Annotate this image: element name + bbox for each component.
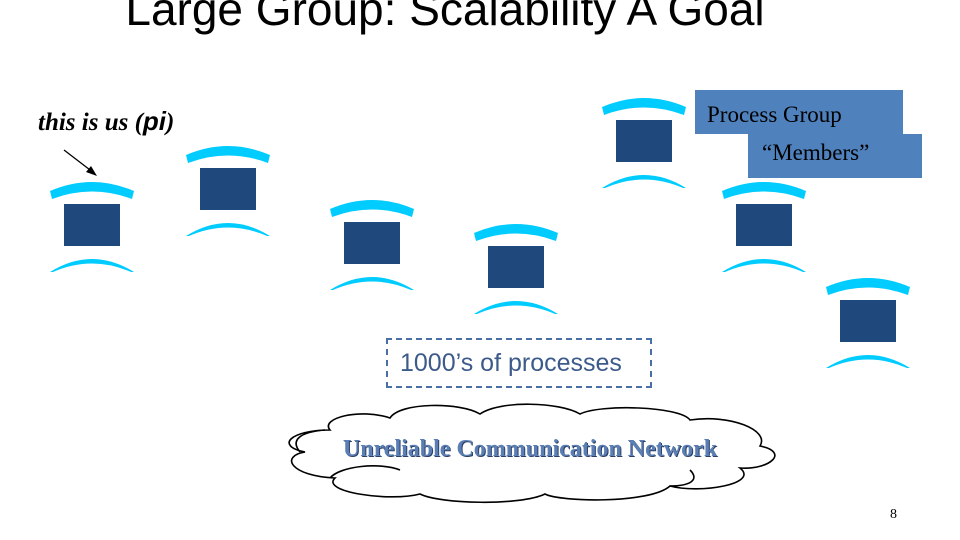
this-is-us-label: this is us (pi): [38, 106, 174, 137]
pointer-arrow: [63, 149, 97, 176]
process-node: [722, 182, 806, 272]
process-node: [474, 224, 558, 314]
this-is-us-text: this is us (: [38, 109, 143, 136]
process-node: [602, 98, 686, 188]
network-cloud: [288, 403, 776, 504]
process-node: [826, 278, 910, 368]
process-group-label: Process Group: [695, 90, 903, 134]
process-node: [50, 182, 134, 272]
process-node: [330, 200, 414, 290]
page-number: 8: [890, 507, 897, 522]
process-node: [186, 146, 270, 236]
members-label: “Members”: [748, 134, 922, 178]
process-count-box: 1000’s of processes: [386, 338, 652, 388]
network-label: Unreliable Communication Network: [342, 436, 718, 462]
this-is-us-close: ): [166, 109, 175, 136]
pi-symbol: pi: [142, 106, 167, 136]
slide-title: Large Group: Scalability A Goal: [125, 0, 765, 35]
